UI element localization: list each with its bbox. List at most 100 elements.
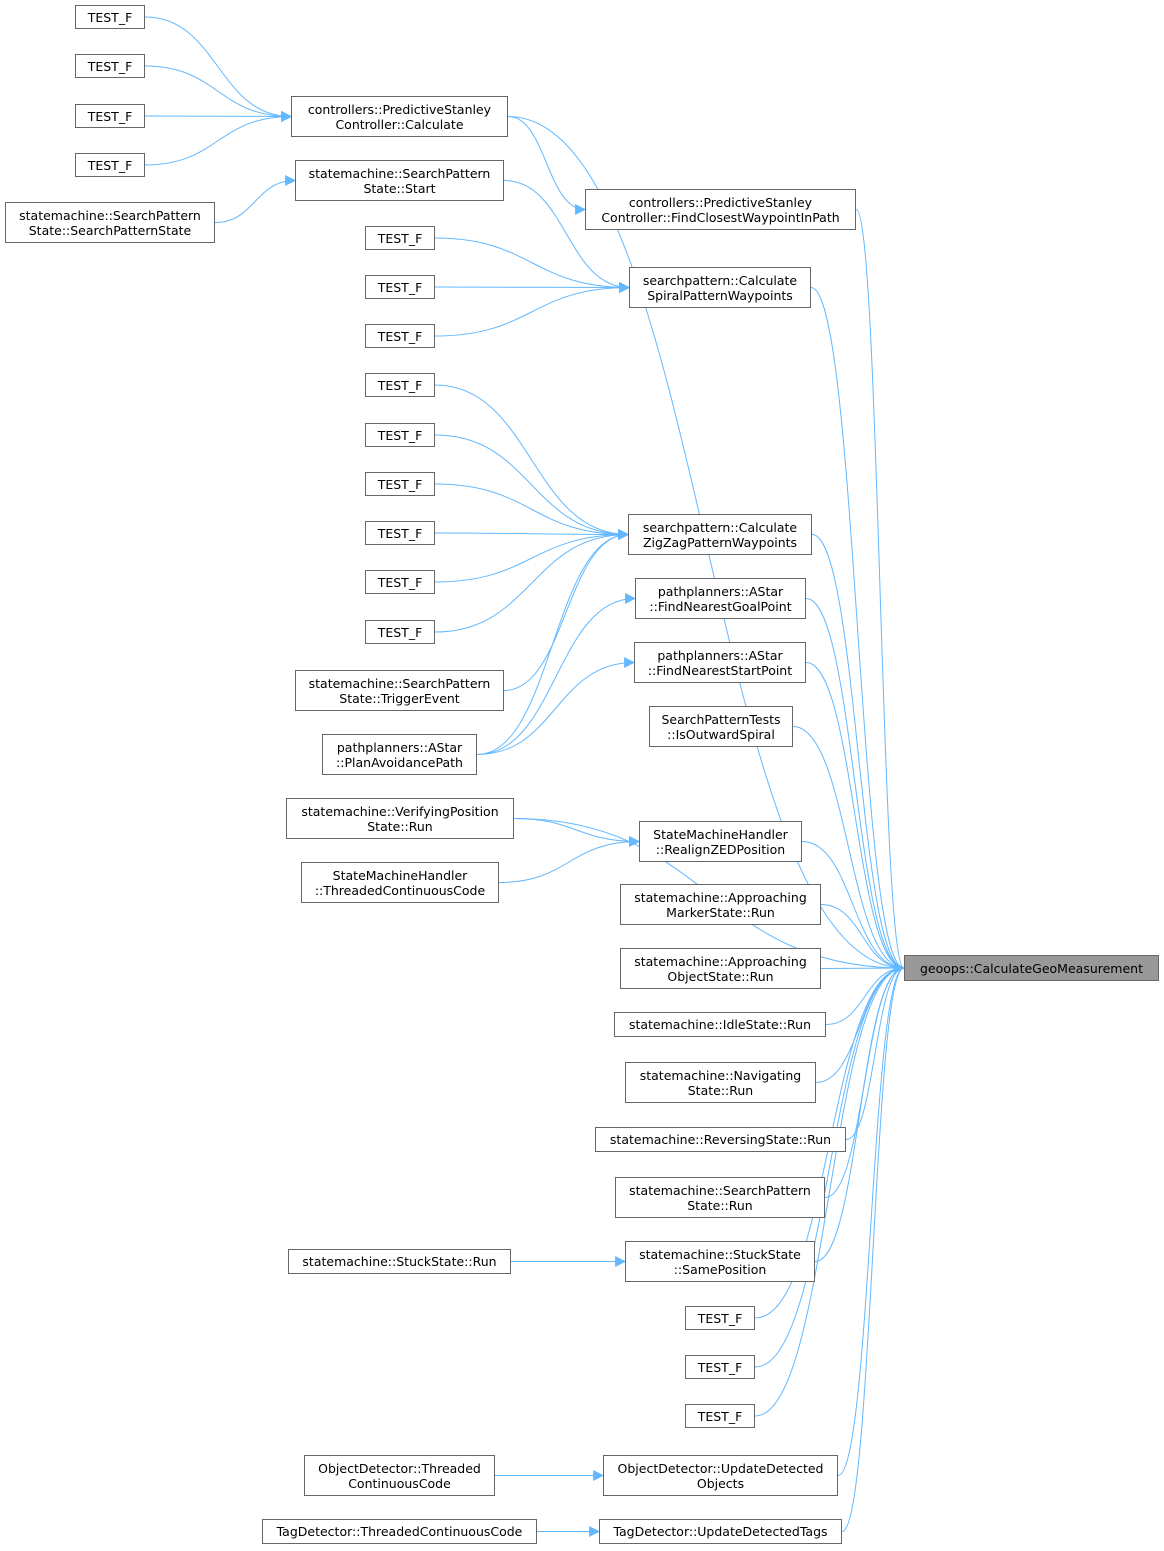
node-test-f[interactable]: TEST_F: [75, 153, 145, 177]
node-plan-avoidance-path[interactable]: pathplanners::AStar ::PlanAvoidancePath: [322, 734, 477, 775]
node-find-nearest-start-point[interactable]: pathplanners::AStar ::FindNearestStartPo…: [634, 642, 806, 683]
node-predictive-stanley-calculate[interactable]: controllers::PredictiveStanley Controlle…: [291, 96, 508, 137]
node-label-line: statemachine::Navigating: [639, 1067, 802, 1083]
node-label-line: ContinuousCode: [348, 1475, 451, 1491]
call-edge-odUpd-to-target: [837, 962, 906, 1476]
node-label-line: StateMachineHandler: [653, 826, 788, 842]
node-label-line: TEST_F: [377, 377, 423, 393]
node-label-line: statemachine::SearchPattern: [629, 1182, 811, 1198]
call-edge-outward-to-target: [792, 726, 906, 974]
node-test-f[interactable]: TEST_F: [365, 373, 435, 397]
node-state-machine-handler-threaded-continuous-code[interactable]: StateMachineHandler ::ThreadedContinuous…: [301, 862, 499, 903]
node-label-line: searchpattern::Calculate: [642, 519, 798, 535]
node-object-detector-update-detected-objects[interactable]: ObjectDetector::UpdateDetected Objects: [603, 1455, 838, 1496]
node-label-line: TEST_F: [377, 427, 423, 443]
node-search-pattern-state-run[interactable]: statemachine::SearchPattern State::Run: [615, 1177, 825, 1218]
node-label-line: ::SamePosition: [673, 1261, 767, 1277]
node-label-line: controllers::PredictiveStanley: [307, 101, 492, 117]
node-label-line: TEST_F: [697, 1359, 743, 1375]
node-label-line: statemachine::SearchPattern: [308, 165, 491, 181]
node-label-line: ::FindNearestGoalPoint: [649, 598, 792, 614]
call-edge-realign-to-target: [801, 841, 906, 974]
node-find-closest-waypoint-in-path[interactable]: controllers::PredictiveStanley Controlle…: [585, 189, 856, 230]
node-label-line: MarkerState::Run: [666, 904, 775, 920]
call-edge-t3-to-pscCalc: [144, 110, 293, 122]
node-search-pattern-state-constructor[interactable]: statemachine::SearchPattern State::Searc…: [5, 202, 215, 243]
node-idle-state-run[interactable]: statemachine::IdleState::Run: [614, 1012, 826, 1037]
node-calculate-zigzag-pattern-waypoints[interactable]: searchpattern::Calculate ZigZagPatternWa…: [628, 514, 812, 555]
node-label-line: ObjectDetector::UpdateDetected: [617, 1460, 824, 1476]
node-test-f[interactable]: TEST_F: [75, 54, 145, 78]
node-search-pattern-state-trigger-event[interactable]: statemachine::SearchPattern State::Trigg…: [295, 670, 504, 711]
node-label-line: ::FindNearestStartPoint: [647, 662, 793, 678]
call-edge-t13-to-zigzag: [434, 529, 630, 633]
node-label-line: State::TriggerEvent: [339, 690, 460, 706]
node-approaching-object-state-run[interactable]: statemachine::Approaching ObjectState::R…: [620, 948, 821, 989]
node-test-f[interactable]: TEST_F: [685, 1306, 755, 1330]
node-test-f[interactable]: TEST_F: [75, 104, 145, 128]
node-label-line: TEST_F: [87, 157, 133, 173]
call-edge-t9-to-zigzag: [434, 434, 630, 540]
call-edge-plan-to-goal: [476, 593, 637, 755]
node-test-f[interactable]: TEST_F: [685, 1355, 755, 1379]
node-label-line: TEST_F: [87, 58, 133, 74]
call-edge-t1-to-pscCalc: [144, 16, 293, 122]
node-label-line: statemachine::ReversingState::Run: [609, 1132, 832, 1147]
node-navigating-state-run[interactable]: statemachine::Navigating State::Run: [625, 1062, 816, 1103]
node-test-f[interactable]: TEST_F: [365, 570, 435, 594]
node-label-line: Controller::Calculate: [335, 116, 464, 132]
node-label-line: TEST_F: [87, 9, 133, 25]
node-label-line: controllers::PredictiveStanley: [628, 194, 813, 210]
node-is-outward-spiral[interactable]: SearchPatternTests ::IsOutwardSpiral: [649, 706, 793, 747]
node-realign-zed-position[interactable]: StateMachineHandler ::RealignZEDPosition: [639, 821, 802, 862]
call-edge-nav-to-target: [815, 962, 906, 1083]
node-label-line: ::RealignZEDPosition: [655, 841, 786, 857]
call-edge-zigzag-to-target: [811, 534, 906, 974]
node-label-line: pathplanners::AStar: [657, 583, 784, 599]
call-edge-t8-to-zigzag: [434, 384, 630, 540]
node-test-f[interactable]: TEST_F: [685, 1404, 755, 1428]
node-tag-detector-update-detected-tags[interactable]: TagDetector::UpdateDetectedTags: [599, 1519, 842, 1544]
node-label-line: StateMachineHandler: [332, 867, 468, 883]
node-verifying-position-state-run[interactable]: statemachine::VerifyingPosition State::R…: [286, 798, 514, 839]
target-node-calculate-geo-measurement: geoops::CalculateGeoMeasurement: [904, 955, 1159, 981]
node-test-f[interactable]: TEST_F: [75, 5, 145, 29]
call-edge-t6-to-spiral: [434, 281, 631, 293]
node-tag-detector-threaded-continuous-code[interactable]: TagDetector::ThreadedContinuousCode: [262, 1519, 537, 1544]
node-object-detector-threaded-continuous-code[interactable]: ObjectDetector::Threaded ContinuousCode: [304, 1455, 495, 1496]
call-edge-t15-to-target: [754, 962, 906, 1368]
node-calculate-spiral-pattern-waypoints[interactable]: searchpattern::Calculate SpiralPatternWa…: [629, 267, 811, 308]
node-test-f[interactable]: TEST_F: [365, 275, 435, 299]
node-test-f[interactable]: TEST_F: [365, 324, 435, 348]
node-test-f[interactable]: TEST_F: [365, 423, 435, 447]
node-reversing-state-run[interactable]: statemachine::ReversingState::Run: [595, 1127, 846, 1152]
node-label-line: statemachine::StuckState: [639, 1246, 801, 1262]
node-label-line: TEST_F: [377, 230, 423, 246]
node-label-line: searchpattern::Calculate: [642, 272, 798, 288]
call-edge-stuckSame-to-target: [814, 962, 906, 1262]
node-label-line: Controller::FindClosestWaypointInPath: [601, 209, 840, 225]
node-label-line: TEST_F: [697, 1408, 743, 1424]
node-stuck-state-same-position[interactable]: statemachine::StuckState ::SamePosition: [625, 1241, 815, 1282]
node-test-f[interactable]: TEST_F: [365, 521, 435, 545]
node-test-f[interactable]: TEST_F: [365, 620, 435, 644]
node-stuck-state-run[interactable]: statemachine::StuckState::Run: [288, 1249, 511, 1274]
node-test-f[interactable]: TEST_F: [365, 226, 435, 250]
node-label-line: pathplanners::AStar: [336, 739, 463, 755]
node-label-line: State::Run: [687, 1082, 754, 1098]
node-label-line: State::Start: [363, 180, 436, 196]
node-label-line: TEST_F: [377, 279, 423, 295]
node-label-line: statemachine::Approaching: [634, 953, 807, 969]
node-search-pattern-state-start[interactable]: statemachine::SearchPattern State::Start: [295, 160, 504, 201]
call-edge-appMarker-to-target: [820, 904, 906, 974]
node-approaching-marker-state-run[interactable]: statemachine::Approaching MarkerState::R…: [620, 884, 821, 925]
call-edge-t7-to-spiral: [434, 282, 631, 337]
node-label-line: statemachine::SearchPattern: [308, 675, 491, 691]
node-label-line: ObjectState::Run: [667, 968, 774, 984]
node-find-nearest-goal-point[interactable]: pathplanners::AStar ::FindNearestGoalPoi…: [635, 578, 806, 619]
call-edge-spiral-to-target: [810, 287, 906, 974]
node-test-f[interactable]: TEST_F: [365, 472, 435, 496]
node-label-line: statemachine::VerifyingPosition: [301, 803, 499, 819]
